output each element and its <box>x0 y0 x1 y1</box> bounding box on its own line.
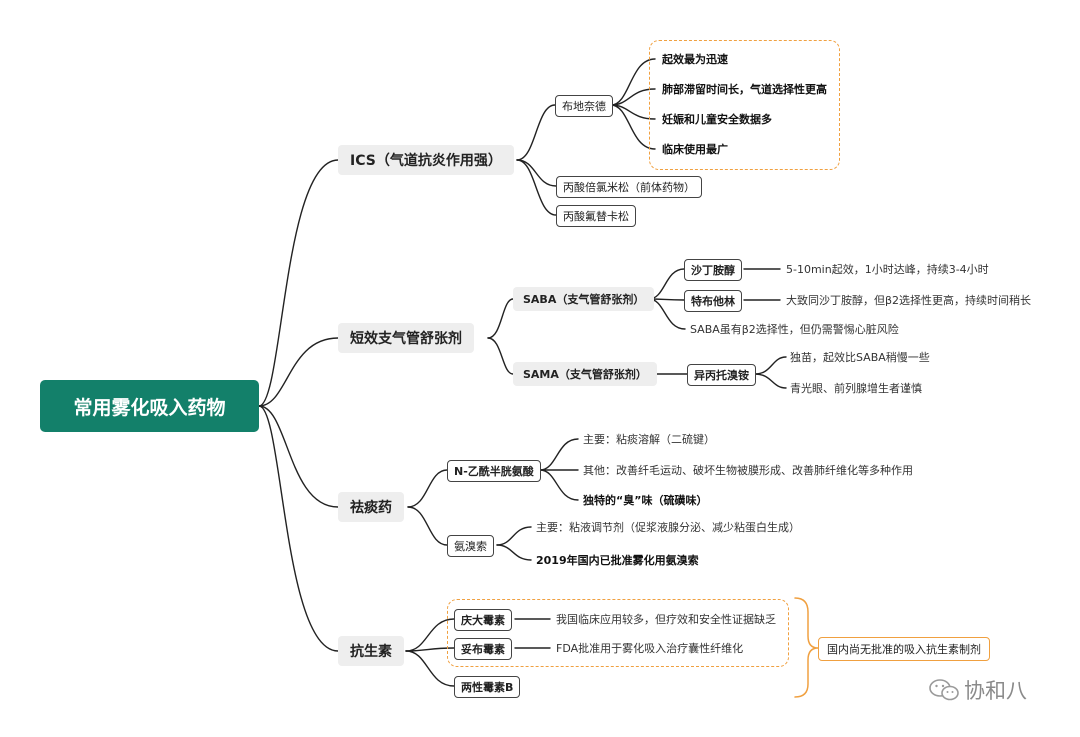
saba-node[interactable]: SABA（支气管舒张剂） <box>513 287 655 311</box>
nac-note-2: 其他：改善纤毛运动、破坏生物被膜形成、改善肺纤维化等多种作用 <box>583 464 913 477</box>
tobramycin-node[interactable]: 妥布霉素 <box>454 638 512 660</box>
nac-node[interactable]: N-乙酰半胱氨酸 <box>447 460 541 482</box>
link-root-antibiotics <box>258 405 339 652</box>
nac-note-1: 主要：粘痰溶解（二硫键） <box>583 433 715 446</box>
ipratropium-note-1: 独苗，起效比SABA稍慢一些 <box>790 351 930 364</box>
budesonide-point-2: 肺部滞留时间长，气道选择性更高 <box>662 83 827 96</box>
budesonide-point-3: 妊娠和儿童安全数据多 <box>662 113 772 126</box>
saba-warning: SABA虽有β2选择性，但仍需警惕心脏风险 <box>690 323 899 336</box>
salbutamol-node[interactable]: 沙丁胺醇 <box>684 259 742 281</box>
orange-brace <box>794 597 819 698</box>
watermark: 协和八 <box>928 675 1027 705</box>
terbutaline-node[interactable]: 特布他林 <box>684 290 742 312</box>
ambroxol-note-2: 2019年国内已批准雾化用氨溴索 <box>536 554 699 567</box>
watermark-text: 协和八 <box>964 679 1027 703</box>
ipratropium-note-2: 青光眼、前列腺增生者谨慎 <box>790 382 922 395</box>
amphotericin-node[interactable]: 两性霉素B <box>454 676 521 698</box>
budesonide-highlight-box <box>649 40 840 170</box>
link-root-expectorant <box>258 405 339 508</box>
antibiotics-node[interactable]: 抗生素 <box>338 636 404 666</box>
link-root-short <box>258 337 339 407</box>
expectorant-node[interactable]: 祛痰药 <box>338 492 404 522</box>
gentamicin-note: 我国临床应用较多，但疗效和安全性证据缺乏 <box>556 613 776 626</box>
terbutaline-note: 大致同沙丁胺醇，但β2选择性更高，持续时间稍长 <box>786 294 1032 307</box>
aminoglycoside-highlight-box <box>447 599 789 667</box>
fluticasone-node[interactable]: 丙酸氟替卡松 <box>556 205 636 227</box>
ambroxol-node[interactable]: 氨溴索 <box>447 535 494 557</box>
budesonide-point-4: 临床使用最广 <box>662 143 728 156</box>
antibiotic-summary-note[interactable]: 国内尚无批准的吸入抗生素制剂 <box>818 637 990 661</box>
ics-node[interactable]: ICS（气道抗炎作用强） <box>338 145 514 175</box>
wechat-icon <box>929 679 959 701</box>
budesonide-node[interactable]: 布地奈德 <box>555 95 613 117</box>
ambroxol-note-1: 主要：粘液调节剂（促浆液腺分泌、减少粘蛋白生成） <box>536 521 800 534</box>
salbutamol-note: 5-10min起效，1小时达峰，持续3-4小时 <box>786 263 989 276</box>
ipratropium-node[interactable]: 异丙托溴铵 <box>687 364 756 386</box>
root-node[interactable]: 常用雾化吸入药物 <box>40 380 259 432</box>
gentamicin-node[interactable]: 庆大霉素 <box>454 609 512 631</box>
sama-node[interactable]: SAMA（支气管舒张剂） <box>513 362 657 386</box>
bdp-node[interactable]: 丙酸倍氯米松（前体药物） <box>556 176 702 198</box>
tobramycin-note: FDA批准用于雾化吸入治疗囊性纤维化 <box>556 642 744 655</box>
short-acting-node[interactable]: 短效支气管舒张剂 <box>338 323 474 353</box>
budesonide-point-1: 起效最为迅速 <box>662 53 728 66</box>
nac-note-3: 独特的“臭”味（硫磺味） <box>583 494 708 507</box>
link-root-ics <box>258 159 339 407</box>
